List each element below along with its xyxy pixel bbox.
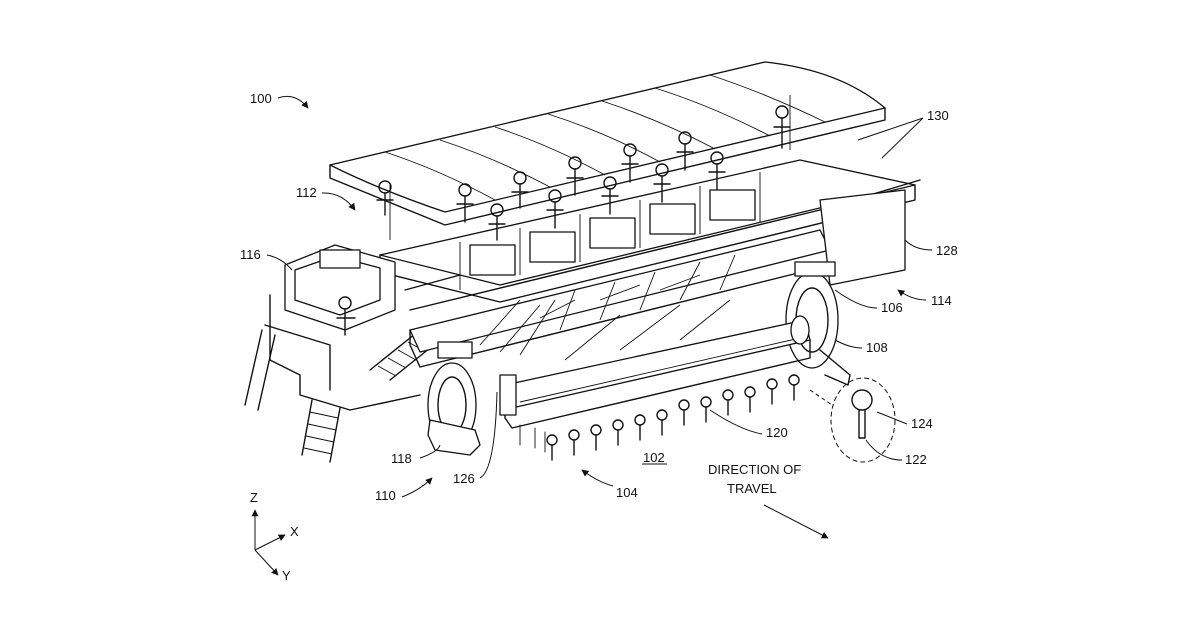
ref-114: 114: [931, 293, 952, 308]
axis-triad: Z X Y: [250, 490, 299, 583]
ref-118: 118: [391, 451, 412, 466]
operator-cab: [245, 245, 440, 462]
ref-130: 130: [927, 108, 949, 123]
ref-122: 122: [905, 452, 927, 467]
cultivating-bar: [500, 316, 810, 428]
ref-106: 106: [881, 300, 903, 315]
direction-line-2: TRAVEL: [727, 481, 777, 496]
axis-z-label: Z: [250, 490, 258, 505]
direction-line-1: DIRECTION OF: [708, 462, 801, 477]
ref-102: 102: [643, 450, 665, 465]
ref-100: 100: [250, 91, 272, 106]
ref-120: 120: [766, 425, 788, 440]
ref-104: 104: [616, 485, 638, 500]
ref-126: 126: [453, 471, 475, 486]
ref-112: 112: [296, 185, 317, 200]
axis-y-label: Y: [282, 568, 291, 583]
ref-124: 124: [911, 416, 933, 431]
ref-110: 110: [375, 488, 396, 503]
axis-x-label: X: [290, 524, 299, 539]
ref-128: 128: [936, 243, 958, 258]
ref-116: 116: [240, 247, 261, 262]
ref-108: 108: [866, 340, 888, 355]
detail-callout: [810, 378, 895, 462]
